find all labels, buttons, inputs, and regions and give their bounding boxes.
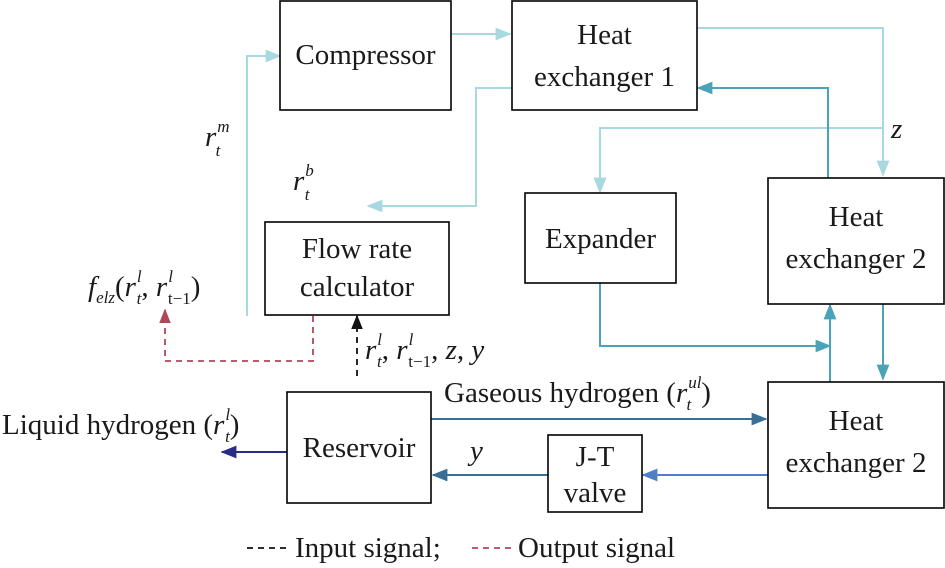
hx1-to-hx2 — [696, 27, 890, 177]
feed-line — [246, 49, 282, 316]
hx1-label-line2: exchanger 1 — [534, 61, 675, 93]
hx2-upper-label-line2: exchanger 2 — [786, 243, 927, 275]
hx2-lower-label-line1: Heat — [829, 405, 884, 437]
hx2-upper-label-line1: Heat — [829, 201, 884, 233]
reservoir-block: Reservoir — [286, 391, 432, 504]
hx1-label-line1: Heat — [577, 19, 632, 51]
y-label: y — [467, 435, 483, 467]
gaseous-hydrogen-text: Gaseous hydrogen — [444, 377, 660, 409]
frc-label-line1: Flow rate — [302, 233, 412, 265]
heat-exchanger-2-lower-block: Heat exchanger 2 — [767, 381, 945, 509]
hx1-return-line — [366, 87, 512, 213]
compressor-block: Compressor — [279, 0, 452, 111]
output-signal-line — [159, 308, 314, 362]
jt-valve-block: J-T valve — [547, 434, 643, 513]
liquid-hydrogen-text: Liquid hydrogen — [2, 409, 197, 441]
legend: Input signal; Output signal — [247, 532, 675, 564]
heat-exchanger-1-block: Heat exchanger 1 — [511, 0, 698, 111]
compressor-label: Compressor — [295, 39, 436, 71]
expander-label: Expander — [545, 223, 656, 255]
z-to-expander — [593, 127, 883, 194]
z-label: z — [890, 113, 902, 145]
jt-label-line1: J-T — [576, 441, 615, 473]
legend-input-label: Input signal; — [295, 532, 441, 564]
hx2-to-hx1 — [696, 81, 829, 178]
expander-outlet — [599, 282, 832, 353]
jt-label-line2: valve — [564, 477, 627, 509]
hx2-lower-label-line2: exchanger 2 — [786, 447, 927, 479]
heat-exchanger-2-upper-block: Heat exchanger 2 — [767, 177, 945, 305]
legend-output-label: Output signal — [518, 532, 675, 564]
flow-rate-calculator-block: Flow rate calculator — [264, 221, 450, 316]
frc-label-line2: calculator — [300, 271, 415, 303]
reservoir-label: Reservoir — [303, 432, 416, 464]
expander-block: Expander — [524, 192, 677, 284]
